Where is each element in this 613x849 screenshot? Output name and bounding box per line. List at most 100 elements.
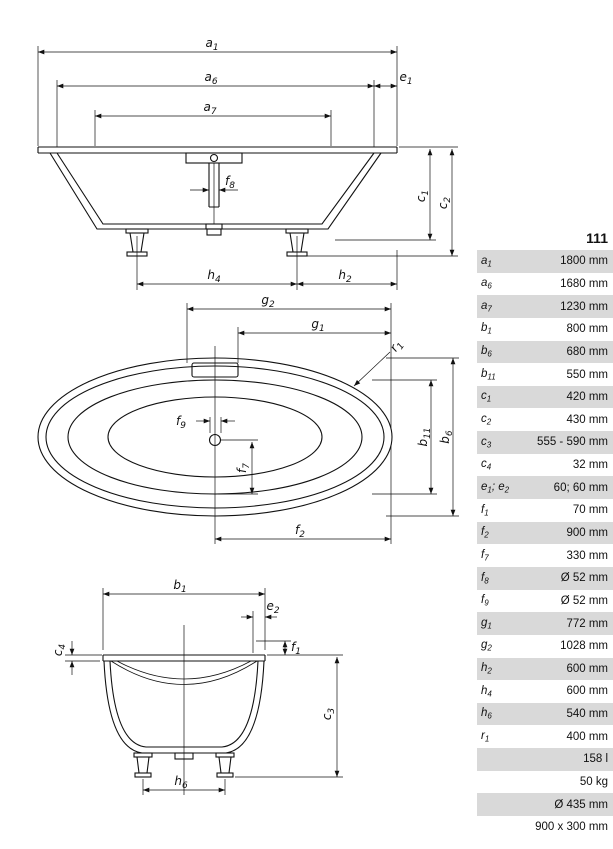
dim-label-e2: e2 — [266, 599, 279, 616]
dim-label-f1: f1 — [291, 640, 301, 657]
dim-label-a1: a1 — [205, 36, 218, 53]
spec-row-value: 60; 60 mm — [553, 481, 608, 494]
spec-row-value: 400 mm — [566, 730, 608, 743]
spec-table-rows: a1 1800 mm a6 1680 mm a7 1230 mm b1 800 … — [477, 250, 613, 839]
spec-row-label: f1 — [481, 503, 489, 518]
section-dimension-lines — [65, 588, 343, 795]
dim-label-f9: f9 — [176, 414, 186, 431]
spec-row-value: 680 mm — [566, 345, 608, 358]
spec-row: f2 900 mm — [477, 521, 613, 545]
dim-label-f8: f8 — [225, 174, 235, 191]
spec-row: 50 kg — [477, 771, 613, 794]
dim-label-b1: b1 — [173, 578, 186, 595]
spec-row: a1 1800 mm — [477, 250, 613, 273]
spec-row-value: 555 - 590 mm — [537, 436, 608, 449]
spec-row-value: 772 mm — [566, 617, 608, 630]
spec-row-label: f2 — [481, 526, 489, 540]
dim-label-b6: b6 — [438, 430, 455, 444]
spec-row-label: c4 — [481, 458, 492, 472]
spec-row: f1 70 mm — [477, 499, 613, 522]
dim-label-h4: h4 — [207, 268, 221, 285]
dim-label-c3: c3 — [320, 708, 337, 721]
section-foot-right — [215, 752, 235, 778]
spec-row: g1 772 mm — [477, 612, 613, 635]
spec-row: c3 555 - 590 mm — [477, 431, 613, 454]
spec-row: f8 Ø 52 mm — [477, 566, 613, 590]
spec-row-value: 430 mm — [566, 413, 608, 426]
dim-label-c1: c1 — [414, 190, 431, 202]
spec-row-label: b1 — [481, 322, 492, 336]
side-dimension-lines — [37, 46, 458, 290]
spec-row-value: 330 mm — [566, 549, 608, 562]
spec-row: h4 600 mm — [477, 680, 613, 703]
spec-row-label: g2 — [481, 639, 492, 653]
spec-row-value: 1680 mm — [560, 277, 608, 290]
side-view: a1 a6 e1 a7 f8 c1 c2 h4 h2 — [37, 36, 458, 290]
model-number: 111 — [586, 230, 608, 246]
spec-row-label: b11 — [481, 367, 496, 382]
spec-row-value: 600 mm — [566, 662, 608, 675]
spec-row-value: 32 mm — [572, 459, 608, 472]
spec-row: a6 1680 mm — [477, 273, 613, 296]
dim-label-e1: e1 — [399, 70, 412, 87]
dim-label-a6: a6 — [204, 70, 217, 87]
spec-row-value: Ø 52 mm — [560, 594, 608, 607]
spec-row: e1; e2 60; 60 mm — [477, 476, 613, 500]
spec-row-label: f8 — [481, 571, 489, 586]
spec-row: b11 550 mm — [477, 363, 613, 386]
spec-row-value: 900 x 300 mm — [535, 821, 608, 834]
spec-row-value: 900 mm — [566, 527, 608, 539]
spec-row: f9 Ø 52 mm — [477, 590, 613, 613]
dim-label-f7: f7 — [235, 463, 252, 473]
spec-row-value: 1028 mm — [560, 640, 608, 653]
spec-row-value: 420 mm — [566, 391, 608, 404]
spec-row: h6 540 mm — [477, 702, 613, 726]
dim-label-h2: h2 — [338, 268, 352, 285]
bathtub-plan-outline — [37, 357, 393, 517]
spec-row-value: 600 mm — [566, 685, 608, 698]
spec-row-label: h2 — [481, 662, 492, 676]
overflow-fitting-side — [185, 152, 243, 224]
dim-label-h6: h6 — [174, 774, 188, 791]
spec-row-label: c1 — [481, 390, 492, 404]
dim-label-b11: b11 — [416, 427, 433, 446]
spec-row: Ø 435 mm — [477, 793, 613, 817]
spec-row: a7 1230 mm — [477, 295, 613, 318]
spec-row: 900 x 300 mm — [477, 816, 613, 839]
spec-row: g2 1028 mm — [477, 635, 613, 658]
spec-row: r1 400 mm — [477, 725, 613, 748]
spec-row-label: h4 — [481, 684, 492, 699]
spec-row-label: h6 — [481, 707, 492, 721]
drain-plan — [208, 433, 222, 447]
plan-view: g2 g1 r1 f9 f7 b11 b6 f2 — [37, 293, 459, 544]
dim-label-r1: r1 — [387, 337, 407, 355]
spec-row-label: e1; e2 — [481, 480, 510, 495]
spec-table: 111 a1 1800 mm a6 1680 mm a7 1230 mm b1 … — [477, 226, 613, 839]
spec-row-label: g1 — [481, 616, 492, 631]
plan-dimension-lines — [186, 303, 459, 544]
spec-row: c4 32 mm — [477, 454, 613, 477]
spec-row: b6 680 mm — [477, 340, 613, 364]
dim-label-c2: c2 — [436, 197, 453, 210]
spec-row: h2 600 mm — [477, 657, 613, 681]
spec-row: c2 430 mm — [477, 408, 613, 431]
technical-drawing: a1 a6 e1 a7 f8 c1 c2 h4 h2 — [37, 36, 459, 795]
section-view: b1 e2 f1 c4 c3 h6 — [51, 578, 343, 795]
dim-label-c4: c4 — [51, 644, 68, 657]
spec-row: c1 420 mm — [477, 385, 613, 409]
spec-row-value: 1800 mm — [560, 255, 608, 268]
dim-label-g1: g1 — [311, 317, 324, 334]
spec-row-label: a7 — [481, 299, 492, 314]
spec-row-label: a6 — [481, 277, 492, 291]
spec-row-label: c2 — [481, 413, 492, 427]
spec-row-label: c3 — [481, 435, 492, 450]
dim-label-f2: f2 — [295, 523, 305, 540]
spec-row-label: f7 — [481, 548, 489, 563]
spec-row: b1 800 mm — [477, 318, 613, 341]
spec-row-label: b6 — [481, 345, 492, 359]
dim-label-g2: g2 — [261, 293, 275, 310]
spec-row-value: 540 mm — [566, 708, 608, 721]
spec-row: 158 l — [477, 748, 613, 771]
spec-row: f7 330 mm — [477, 544, 613, 567]
